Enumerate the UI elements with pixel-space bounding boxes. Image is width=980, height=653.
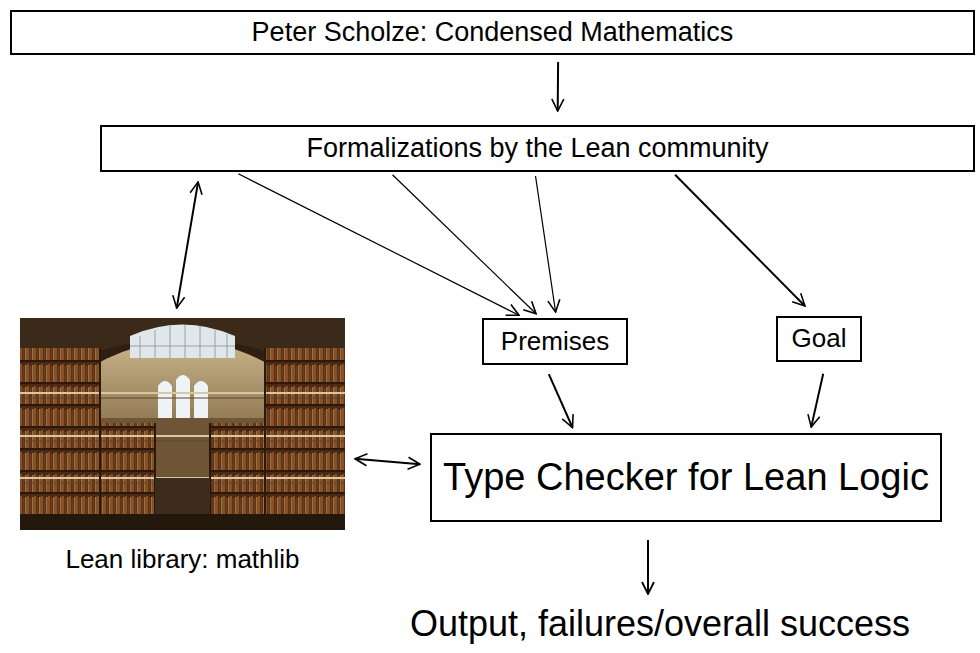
connector-arrow [238, 174, 519, 315]
checker-box: Type Checker for Lean Logic [430, 433, 942, 522]
formalization-box: Formalizations by the Lean community [100, 125, 975, 172]
output-arrow [647, 540, 649, 594]
connector-arrow [811, 374, 823, 427]
node-text: Type Checker for Lean Logic [443, 456, 929, 500]
library-picture [20, 318, 345, 530]
node-text: Goal [792, 324, 847, 354]
library-image: Lean library: mathlib [20, 318, 345, 530]
output-label: Output, failures/overall success [410, 603, 910, 644]
connector-arrow [549, 374, 573, 427]
image-caption: Lean library: mathlib [0, 544, 365, 575]
goal-box: Goal [776, 316, 862, 362]
connector-arrow [675, 175, 805, 306]
connector-arrow [177, 182, 198, 308]
connector-arrow [355, 459, 420, 464]
premises-box: Premises [482, 318, 628, 365]
node-text: Premises [501, 327, 609, 357]
connector-arrow [557, 62, 559, 111]
connector-arrow [536, 176, 556, 312]
source-box: Peter Scholze: Condensed Mathematics [10, 10, 975, 55]
node-text: Formalizations by the Lean community [306, 133, 768, 164]
connector-arrow [393, 175, 537, 314]
node-text: Peter Scholze: Condensed Mathematics [252, 17, 734, 48]
